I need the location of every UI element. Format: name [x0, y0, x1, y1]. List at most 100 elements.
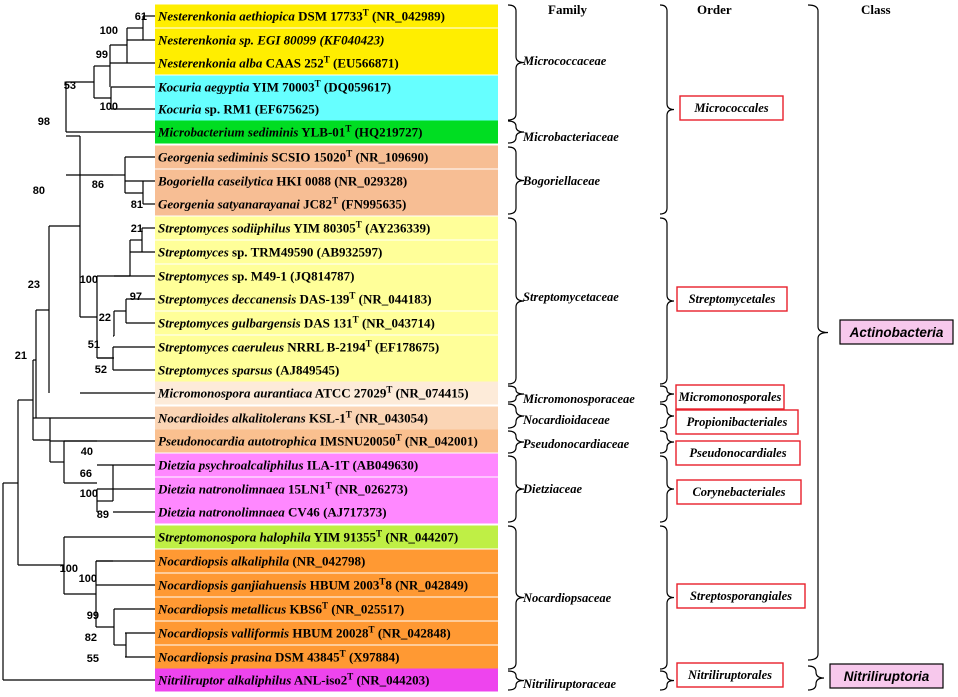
bracket: [807, 4, 829, 661]
taxon-band: [155, 500, 498, 524]
taxon-label: Kocuria sp. RM1 (EF675625): [157, 102, 319, 117]
taxon-genus: Pseudonocardia autotrophica: [158, 434, 317, 449]
taxon-label: Nocardiopsis alkaliphila (NR_042798): [157, 554, 365, 569]
bootstrap-value: 52: [95, 364, 107, 376]
taxon-genus: Streptomyces: [158, 245, 229, 260]
bootstrap-value: 100: [60, 563, 78, 575]
bracket: [507, 120, 525, 144]
taxon-band: [155, 264, 498, 288]
order-label: Propionibacteriales: [687, 415, 788, 429]
bootstrap-value: 100: [80, 488, 98, 500]
taxon-band: [155, 169, 498, 193]
bootstrap-value: 23: [28, 279, 40, 291]
bootstrap-value: 53: [64, 80, 76, 92]
taxon-label: Georgenia sediminis SCSIO 15020T (NR_109…: [158, 149, 428, 165]
taxon-genus: Streptomyces gulbargensis: [158, 316, 301, 331]
taxon-band: [155, 406, 498, 430]
taxon-band: [155, 51, 498, 75]
order-label: Streptomycetales: [689, 292, 776, 306]
taxon-label: Streptomyces sp. M49-1 (JQ814787): [158, 269, 354, 284]
taxon-label: Dietzia natronolimnaea CV46 (AJ717373): [157, 505, 387, 520]
taxon-genus: Nocardiopsis metallicus: [157, 602, 286, 617]
taxon-label: Bogoriella caseilytica HKI 0088 (NR_0293…: [157, 174, 407, 189]
taxon-label: Microbacterium sediminis YLB-01T (HQ2197…: [157, 124, 422, 140]
taxon-label: Streptomyces gulbargensis DAS 131T (NR_0…: [158, 315, 435, 331]
bootstrap-value: 55: [87, 653, 99, 665]
taxon-label: Streptomyces sp. TRM49590 (AB932597): [158, 245, 382, 260]
taxon-band: [155, 549, 498, 573]
taxon-label: Nocardiopsis prasina DSM 43845T (X97884): [157, 649, 399, 665]
taxon-genus: Streptomyces sodiiphilus: [158, 221, 291, 236]
taxon-label: Streptomyces caeruleus NRRL B-2194T (EF1…: [158, 339, 439, 355]
taxon-label: Nesterenkonia alba CAAS 252T (EU566871): [157, 55, 399, 71]
taxon-genus: Nocardiopsis alkaliphila: [157, 554, 290, 569]
bracket: [507, 403, 525, 429]
taxon-label: Micromonospora aurantiaca ATCC 27029T (N…: [157, 385, 469, 401]
family-label: Nocardioidaceae: [522, 413, 610, 427]
taxon-genus: Georgenia satyanarayanai: [158, 197, 300, 212]
order-box: [675, 409, 799, 435]
bracket: [507, 455, 525, 523]
taxon-genus: Nitriliruptor alkaliphilus: [157, 673, 291, 688]
taxon-band: [155, 477, 498, 501]
bracket: [507, 525, 525, 670]
bootstrap-value: 98: [38, 116, 50, 128]
taxon-label: Pseudonocardia autotrophica IMSNU20050T …: [158, 433, 478, 449]
order-box: [675, 384, 785, 410]
taxon-label: Georgenia satyanarayanai JC82T (FN995635…: [158, 196, 406, 212]
taxon-band: [155, 75, 498, 99]
taxon-band: [155, 97, 498, 121]
order-box: [676, 583, 806, 609]
taxon-band: [155, 453, 498, 477]
taxon-band: [155, 645, 498, 669]
column-headers: Family Order Class: [548, 2, 891, 17]
bootstrap-value: 21: [131, 223, 143, 235]
taxon-genus: Bogoriella caseilytica: [157, 174, 274, 189]
bracket: [507, 217, 525, 385]
bracket: [659, 525, 675, 670]
taxon-label: Kocuria aegyptia YIM 70003T (DQ059617): [157, 79, 391, 95]
taxon-band: [155, 28, 498, 52]
taxon-genus: Streptomyces: [158, 269, 229, 284]
class-box: [839, 319, 954, 345]
order-label: Micrococcales: [693, 101, 768, 115]
order-box: [675, 440, 801, 466]
order-label: Pseudonocardiales: [689, 446, 786, 460]
taxon-genus: Dietzia natronolimnaea: [157, 482, 285, 497]
taxon-label: Nocardiopsis valliformis HBUM 20028T (NR…: [157, 625, 451, 641]
bootstrap-value: 100: [79, 573, 97, 585]
bootstrap-value: 89: [97, 509, 109, 521]
order-box: [676, 479, 802, 505]
bracket: [507, 670, 525, 691]
order-box: [676, 662, 784, 688]
taxon-genus: Streptomonospora halophila: [158, 530, 311, 545]
bootstrap-value: 99: [87, 610, 99, 622]
bootstrap-value: 66: [80, 468, 92, 480]
taxon-label: Dietzia psychroalcaliphilus ILA-1T (AB04…: [157, 458, 418, 473]
family-label: Dietziaceae: [522, 482, 582, 496]
bracket: [659, 670, 675, 691]
bracket: [507, 4, 525, 121]
bootstrap-values: 6110099531009886818021100972251522321406…: [15, 11, 147, 665]
bracket: [507, 385, 525, 403]
taxon-genus: Georgenia sediminis: [158, 150, 268, 165]
taxon-label: Nocardiopsis metallicus KBS6T (NR_025517…: [157, 601, 404, 617]
bootstrap-value: 61: [135, 11, 147, 23]
taxon-genus: Microbacterium sediminis: [157, 125, 298, 140]
taxon-label: Streptomyces sparsus (AJ849545): [158, 363, 339, 378]
bootstrap-value: 82: [85, 632, 97, 644]
class-label: Actinobacteria: [849, 325, 944, 340]
family-header: Family: [548, 2, 587, 17]
taxon-genus: Nesterenkonia alba: [157, 56, 263, 71]
family-label: Bogoriellaceae: [522, 174, 601, 188]
taxon-band: [155, 311, 498, 335]
taxon-label: Nesterenkonia sp. EGI 80099 (KF040423): [157, 33, 384, 48]
taxon-label: Streptomyces sodiiphilus YIM 80305T (AY2…: [158, 220, 430, 236]
bootstrap-value: 21: [15, 350, 27, 362]
order-header: Order: [697, 2, 732, 17]
taxon-genus: Nesterenkonia sp. EGI 80099: [157, 33, 317, 48]
taxon-label: Dietzia natronolimnaea 15LN1T (NR_026273…: [157, 481, 408, 497]
bracket: [507, 430, 525, 454]
